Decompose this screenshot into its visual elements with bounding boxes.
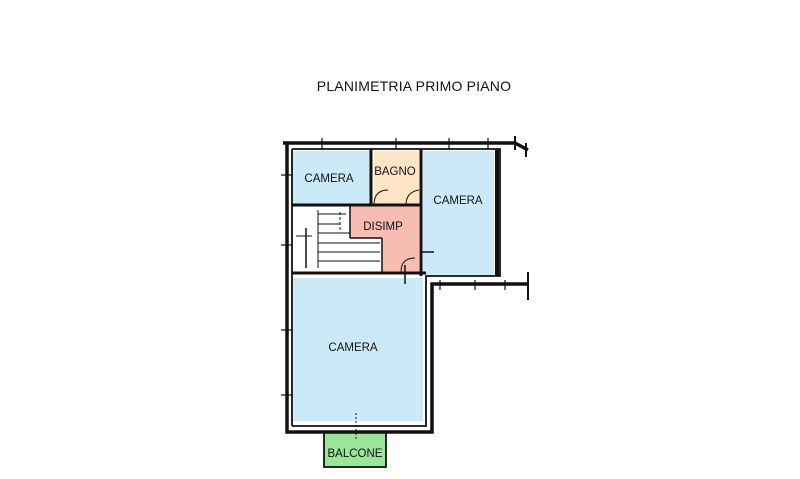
wall-ticks [281,138,506,396]
room-fill-balcone [324,433,386,467]
room-label-disimp: DISIMP [363,221,403,233]
room-label-camera-top-left: CAMERA [304,173,354,185]
room-label-camera-right: CAMERA [433,195,483,207]
door-swings [373,189,434,284]
room-fill-camera-large [293,278,423,421]
room-fill-disimp [350,206,419,272]
room-label-camera-large: CAMERA [328,342,378,354]
room-fill-camera-top-left [292,151,370,204]
room-fill-camera-right [423,151,494,275]
plan-title: PLANIMETRIA PRIMO PIANO [316,78,512,94]
room-label-balcone: BALCONE [328,448,383,460]
room-label-bagno: BAGNO [374,166,416,178]
room-fill-bagno [374,151,419,204]
walls [283,136,529,468]
staircase [296,210,380,268]
